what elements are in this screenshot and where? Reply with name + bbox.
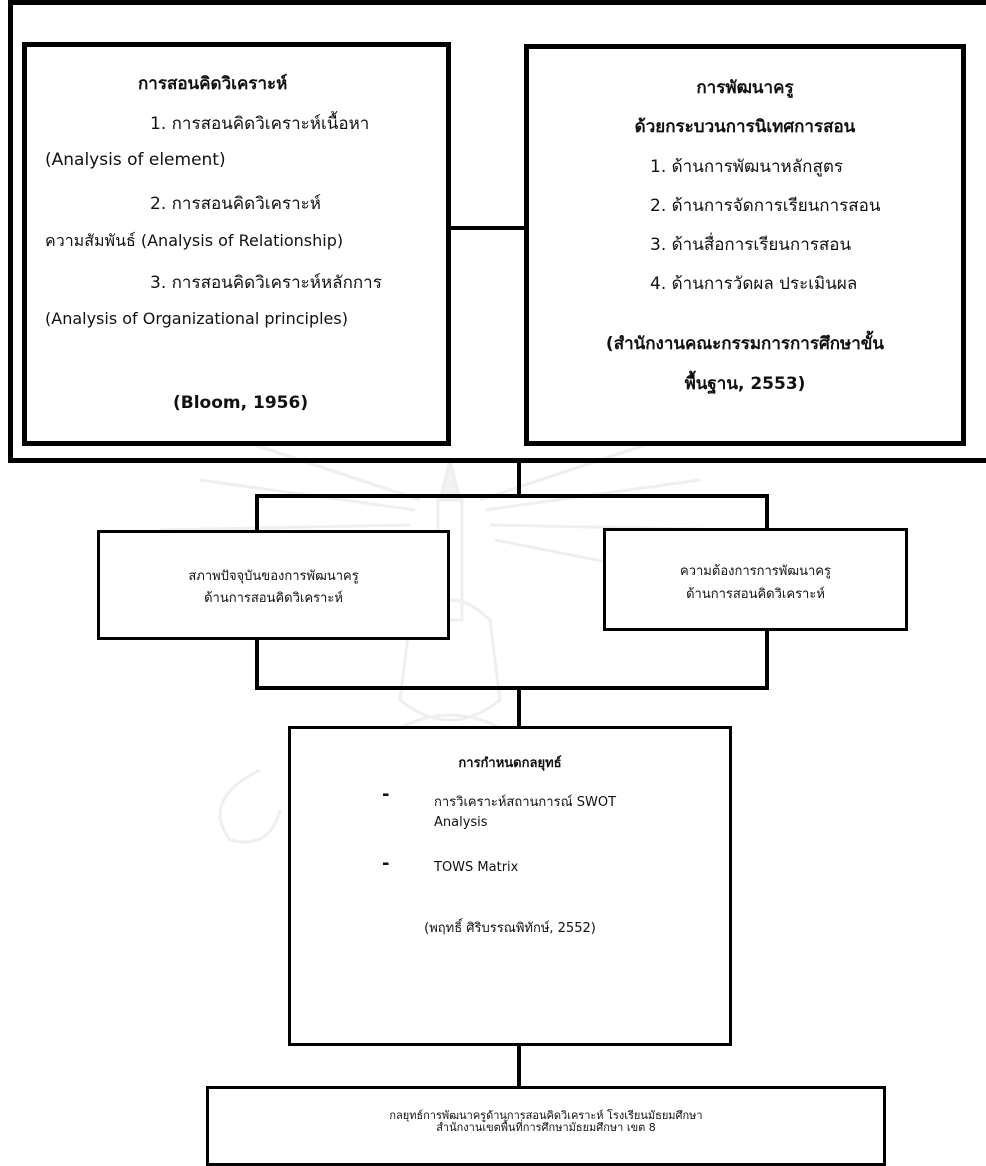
fork-stem [517,462,521,496]
right-item-1: 1. ด้านการพัฒนาหลักสูตร [650,157,843,177]
merge-stem [517,690,521,728]
development-needs-box [603,528,908,631]
strategy-citation: (พฤทธิ์ ศิริบรรณพิทักษ์, 2552) [424,921,596,936]
connector-bottom [517,1046,521,1090]
current-state-line-2: ด้านการสอนคิดวิเคราะห์ [204,591,343,606]
analytical-thinking-box [22,42,451,446]
right-item-3: 3. ด้านสื่อการเรียนการสอน [650,235,852,255]
left-line-6: (Analysis of Organizational principles) [45,309,348,328]
outer-frame-bottom [8,458,986,463]
fork-right-drop [765,494,769,532]
strategy-title: การกำหนดกลยุทธ์ [458,756,562,771]
development-needs-line-2: ด้านการสอนคิดวิเคราะห์ [686,587,825,602]
left-line-4: ความสัมพันธ์ (Analysis of Relationship) [45,231,344,250]
merge-left-rise [255,640,259,690]
left-line-5: 3. การสอนคิดวิเคราะห์หลักการ [150,273,382,293]
right-item-2: 2. ด้านการจัดการเรียนการสอน [650,196,881,216]
left-line-1: 1. การสอนคิดวิเคราะห์เนื้อหา [150,114,370,134]
left-citation: (Bloom, 1956) [173,393,309,413]
teacher-development-title: การพัฒนาครู [696,78,794,98]
bullet-2: - [382,853,390,874]
current-state-line-1: สภาพปัจจุบันของการพัฒนาครู [188,569,359,584]
left-line-2: (Analysis of element) [45,150,226,170]
merge-right-rise [765,631,769,690]
right-citation-line-2: พื้นฐาน, 2553) [684,374,806,394]
left-line-3: 2. การสอนคิดวิเคราะห์ [150,194,321,214]
development-needs-line-1: ความต้องการการพัฒนาครู [680,564,831,579]
teacher-development-subtitle: ด้วยกระบวนการนิเทศการสอน [634,117,856,137]
strategy-item-1-line-1: การวิเคราะห์สถานการณ์ SWOT [434,795,617,810]
outer-frame-top [8,0,986,5]
strategy-box [288,726,732,1046]
fork-left-drop [255,494,259,532]
outer-frame-left [8,0,13,462]
right-citation-line-1: (สำนักงานคณะกรรมการการศึกษาขั้น [605,334,885,354]
analytical-thinking-title: การสอนคิดวิเคราะห์ [138,74,288,94]
bullet-1: - [382,784,390,805]
final-strategy-line-1: กลยุทธ์การพัฒนาครูด้านการสอนคิดวิเคราะห์… [389,1109,703,1122]
fork-bar [255,494,769,498]
right-item-4: 4. ด้านการวัดผล ประเมินผล [650,274,858,294]
strategy-item-1-line-2: Analysis [434,815,488,830]
current-state-box [97,530,450,640]
final-strategy-line-2: สำนักงานเขตพื้นที่การศึกษามัธยมศึกษา เขต… [436,1121,656,1134]
connector-top-boxes [451,226,524,230]
strategy-item-2: TOWS Matrix [434,860,519,875]
merge-bar [255,686,769,690]
teacher-development-box [524,44,966,446]
